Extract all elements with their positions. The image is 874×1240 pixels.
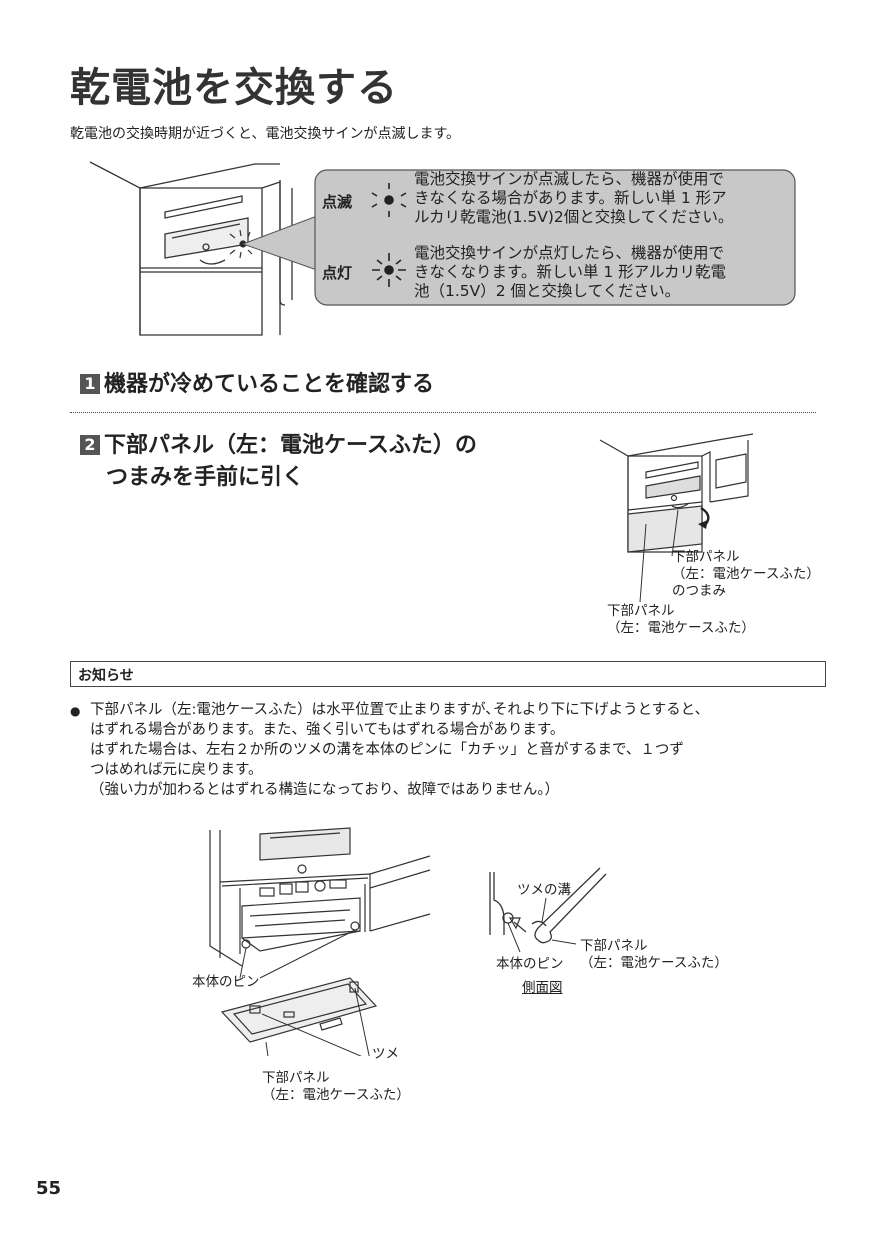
panel-detach-illustration [209, 827, 431, 1056]
step-number: 2 [80, 435, 100, 455]
panel-label: 下部パネル （左：電池ケースふた） [607, 603, 755, 636]
lit-description: 電池交換サインが点灯したら、機器が使用で きなくなります。新しい単 1 形アルカ… [414, 244, 727, 300]
lower-panel-illustration [599, 433, 754, 602]
page-number: 55 [36, 1178, 62, 1199]
bullet-icon: ● [70, 704, 81, 718]
notice-title: お知らせ [78, 668, 134, 684]
step-1-title: 機器が冷めていることを確認する [104, 372, 435, 397]
main-pin-label: 本体のピン [192, 974, 260, 990]
notice-box [70, 661, 826, 687]
step-number: 1 [80, 374, 100, 394]
divider [70, 412, 816, 413]
intro-text: 乾電池の交換時期が近づくと、電池交換サインが点滅します。 [70, 126, 461, 142]
detached-panel-label: 下部パネル （左：電池ケースふた） [262, 1070, 410, 1103]
step-2-title-line2: つまみを手前に引く [106, 465, 305, 490]
side-view-illustration [489, 867, 607, 953]
lit-label: 点灯 [322, 264, 353, 282]
side-view-caption: 側面図 [522, 980, 563, 996]
groove-label: ツメの溝 [517, 882, 571, 898]
knob-label: 下部パネル （左：電池ケースふた） のつまみ [672, 549, 820, 599]
battery-sign-illustration [89, 161, 796, 336]
step-2-title-line1: 下部パネル（左：電池ケースふた）の [104, 433, 477, 458]
page-title: 乾電池を交換する [70, 65, 398, 111]
notice-body: ● 下部パネル（左:電池ケースふた）は水平位置で止まりますが､それより下に下げよ… [70, 702, 710, 798]
blink-description: 電池交換サインが点滅したら、機器が使用で きなくなる場合があります。新しい単 1… [414, 170, 734, 226]
side-panel-label: 下部パネル （左：電池ケースふた） [580, 938, 728, 971]
claw-label: ツメ [372, 1046, 399, 1062]
side-pin-label: 本体のピン [496, 956, 564, 972]
blink-label: 点滅 [322, 193, 353, 211]
